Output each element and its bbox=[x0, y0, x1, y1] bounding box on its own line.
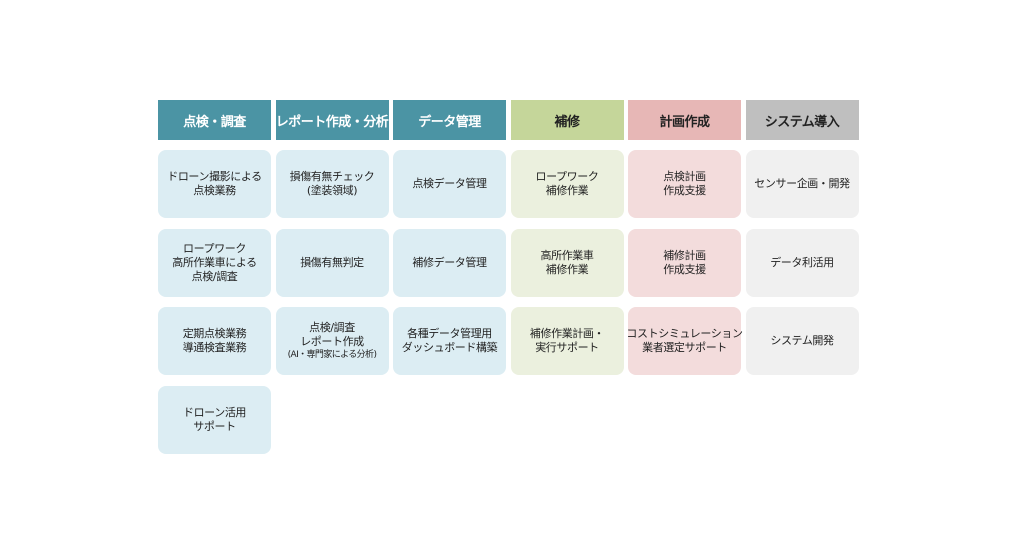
card-text: 導通検査業務 bbox=[182, 341, 247, 354]
service-card: センサー企画・開発 bbox=[745, 150, 859, 218]
column-system: システム導入 センサー企画・開発 データ利活用 システム開発 bbox=[745, 100, 859, 464]
service-card: 補修計画 作成支援 bbox=[628, 228, 741, 297]
card-text: 点検/調査 bbox=[191, 269, 238, 283]
card-text: 補修データ管理 bbox=[412, 255, 487, 269]
column-inspection: 点検・調査 ドローン撮影による 点検業務 ロープワーク 高所作業車による 点検/… bbox=[158, 100, 271, 464]
card-text: センサー企画・開発 bbox=[754, 177, 850, 190]
card-text: データ利活用 bbox=[770, 255, 834, 269]
service-grid: 点検・調査 ドローン撮影による 点検業務 ロープワーク 高所作業車による 点検/… bbox=[158, 100, 859, 464]
card-text: 補修作業計画・ bbox=[529, 327, 605, 340]
service-card: 定期点検業務 導通検査業務 bbox=[158, 307, 271, 375]
service-card: ドローン活用 サポート bbox=[158, 385, 271, 454]
card-text: ダッシュボード構築 bbox=[401, 341, 498, 354]
card-text: 実行サポート bbox=[535, 341, 599, 354]
card-text: (塗装領域) bbox=[306, 184, 358, 197]
card-text: 補修作業 bbox=[545, 184, 589, 197]
card-text: 損傷有無チェック bbox=[289, 170, 375, 183]
service-card: 損傷有無チェック (塗装領域) bbox=[275, 150, 389, 218]
column-header: 補修 bbox=[510, 100, 624, 140]
service-card: ロープワーク 高所作業車による 点検/調査 bbox=[158, 228, 271, 297]
card-text: 定期点検業務 bbox=[182, 327, 247, 340]
card-text: ロープワーク bbox=[535, 170, 599, 183]
card-text: サポート bbox=[193, 419, 236, 433]
card-text: (AI・専門家による分析) bbox=[287, 350, 377, 360]
service-card: コストシミュレーション 業者選定サポート bbox=[626, 307, 743, 375]
card-text: 作成支援 bbox=[663, 184, 706, 197]
card-text: 高所作業車による bbox=[172, 255, 257, 269]
service-card: 点検データ管理 bbox=[393, 150, 506, 218]
column-header: レポート作成・分析 bbox=[275, 100, 389, 140]
column-header: システム導入 bbox=[745, 100, 859, 140]
card-text: 点検業務 bbox=[193, 184, 236, 197]
column-header: 点検・調査 bbox=[158, 100, 271, 140]
card-text: ドローン撮影による bbox=[167, 170, 262, 183]
service-card: ドローン撮影による 点検業務 bbox=[158, 150, 271, 218]
card-text: 点検データ管理 bbox=[412, 177, 487, 190]
service-card: 点検計画 作成支援 bbox=[628, 150, 741, 218]
service-card: データ利活用 bbox=[745, 228, 859, 297]
service-card: ロープワーク 補修作業 bbox=[510, 150, 624, 218]
card-text: コストシミュレーション bbox=[626, 327, 743, 340]
column-repair: 補修 ロープワーク 補修作業 高所作業車 補修作業 補修作業計画・ 実行サポート bbox=[510, 100, 624, 464]
service-card: 各種データ管理用 ダッシュボード構築 bbox=[393, 307, 506, 375]
card-text: システム開発 bbox=[770, 334, 834, 347]
service-card: システム開発 bbox=[745, 307, 859, 375]
service-card: 補修データ管理 bbox=[393, 228, 506, 297]
card-text: 補修計画 bbox=[663, 248, 706, 262]
card-text: ドローン活用 bbox=[182, 405, 247, 419]
service-card: 高所作業車 補修作業 bbox=[510, 228, 624, 297]
service-card: 点検/調査 レポート作成 (AI・専門家による分析) bbox=[275, 307, 389, 375]
card-text: 作成支援 bbox=[663, 262, 706, 276]
card-text: 補修作業 bbox=[545, 262, 589, 276]
card-text: 各種データ管理用 bbox=[407, 327, 492, 340]
card-text: 点検計画 bbox=[663, 170, 706, 183]
card-text: 損傷有無判定 bbox=[300, 255, 364, 269]
card-text: レポート作成 bbox=[300, 335, 364, 348]
service-card: 損傷有無判定 bbox=[275, 228, 389, 297]
column-data: データ管理 点検データ管理 補修データ管理 各種データ管理用 ダッシュボード構築 bbox=[393, 100, 506, 464]
card-text: ロープワーク bbox=[183, 241, 246, 255]
column-header: 計画作成 bbox=[628, 100, 741, 140]
column-report: レポート作成・分析 損傷有無チェック (塗装領域) 損傷有無判定 点検/調査 レ… bbox=[275, 100, 389, 464]
column-header: データ管理 bbox=[393, 100, 506, 140]
card-text: 業者選定サポート bbox=[642, 341, 727, 354]
service-card: 補修作業計画・ 実行サポート bbox=[510, 307, 624, 375]
column-planning: 計画作成 点検計画 作成支援 補修計画 作成支援 コストシミュレーション 業者選… bbox=[626, 100, 743, 464]
card-text: 点検/調査 bbox=[309, 321, 355, 334]
card-text: 高所作業車 bbox=[540, 248, 594, 262]
